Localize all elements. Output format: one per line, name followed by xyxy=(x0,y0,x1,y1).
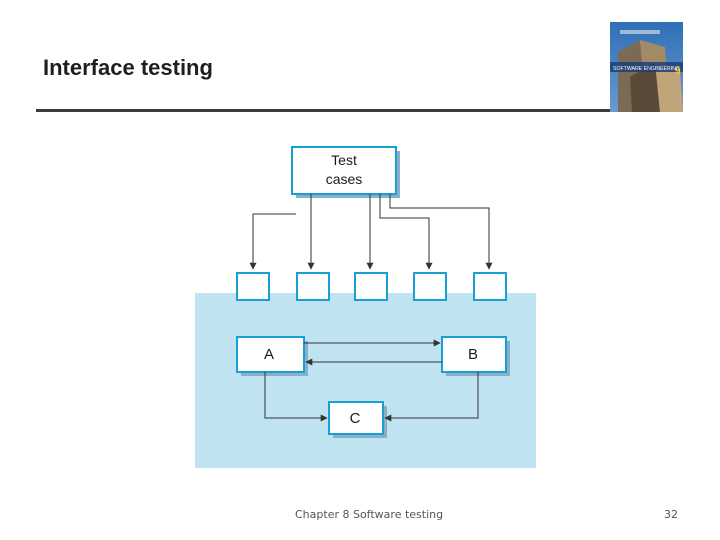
interface-box-4 xyxy=(413,272,447,301)
arrow-to-interface-4 xyxy=(379,194,433,270)
subsystem-area xyxy=(195,293,536,468)
interface-box-1 xyxy=(236,272,270,301)
test-cases-box: Test cases xyxy=(291,146,400,198)
interface-box-3 xyxy=(354,272,388,301)
component-arrows xyxy=(264,339,479,422)
title-divider xyxy=(36,109,616,112)
arrow-to-interface-5 xyxy=(389,194,493,270)
component-b: B xyxy=(441,336,510,376)
interface-boxes xyxy=(236,272,507,301)
arrow-a-to-c xyxy=(264,372,328,422)
arrow-b-to-c xyxy=(384,372,479,422)
component-b-label: B xyxy=(468,346,478,363)
component-a: A xyxy=(236,336,308,376)
book-cover-title: SOFTWARE ENGINEERING xyxy=(613,66,680,72)
book-cover-image: SOFTWARE ENGINEERING 9 xyxy=(610,22,683,112)
slide-footer: Chapter 8 Software testing xyxy=(295,508,444,521)
slide-title: Interface testing xyxy=(43,55,213,80)
page-number: 32 xyxy=(664,508,678,521)
test-case-arrows xyxy=(249,194,493,270)
arrow-to-interface-1 xyxy=(249,213,296,270)
component-a-label: A xyxy=(264,346,274,363)
interface-box-2 xyxy=(296,272,330,301)
interface-box-5 xyxy=(473,272,507,301)
test-cases-label-line1: Test xyxy=(331,152,357,168)
book-cover-edition: 9 xyxy=(675,66,681,77)
test-cases-label-line2: cases xyxy=(326,171,363,187)
book-cover-illustration: SOFTWARE ENGINEERING 9 xyxy=(610,22,683,112)
component-c: C xyxy=(328,401,387,438)
component-c-label: C xyxy=(350,410,361,427)
